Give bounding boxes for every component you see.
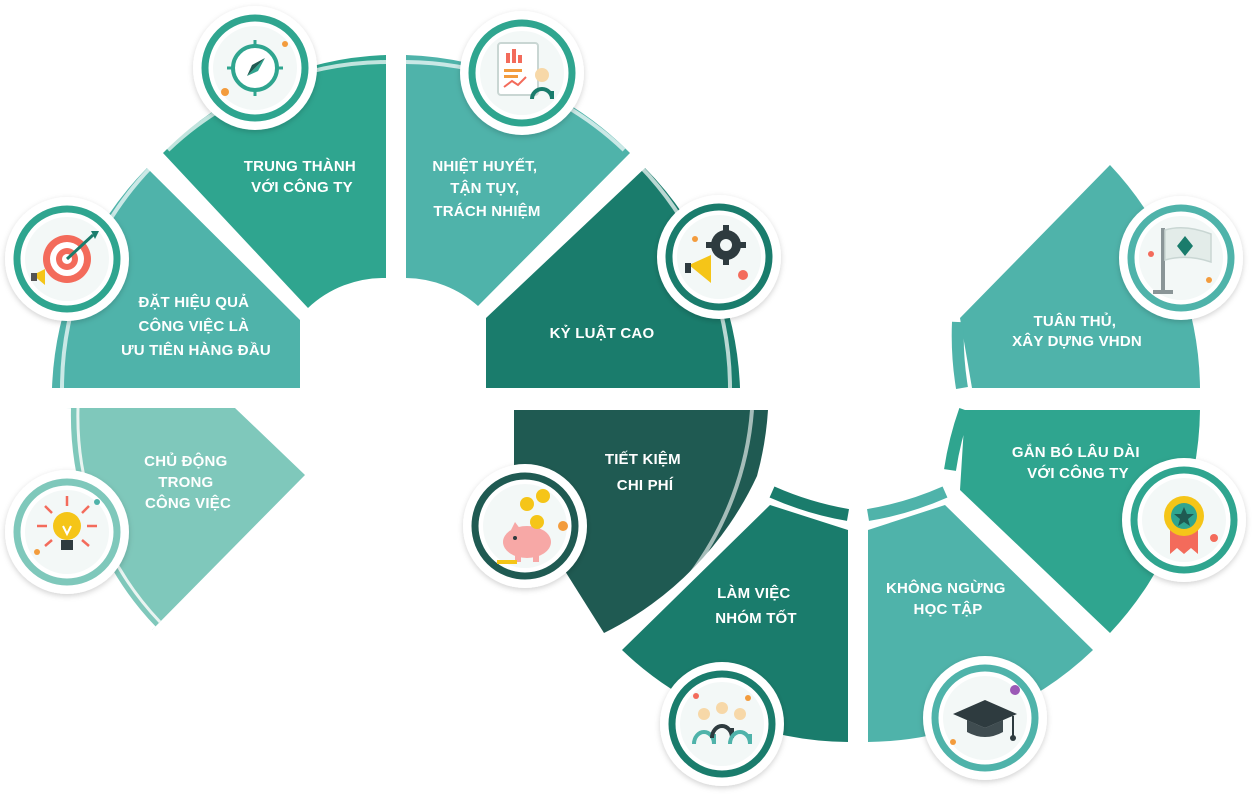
badge-flag bbox=[1119, 196, 1243, 320]
badge-compass bbox=[193, 6, 317, 130]
wheel-right: KHÔNG NGỪNG HỌC TẬP GẮN BÓ LÂU DÀI VỚI C… bbox=[866, 165, 1200, 742]
segment-label-dat-hieu-qua: ĐẶT HIỆU QUẢ CÔNG VIỆC LÀ ƯU TIÊN HÀNG Đ… bbox=[121, 293, 271, 359]
report-icon bbox=[497, 42, 554, 100]
badge-team bbox=[660, 662, 784, 786]
segment-label-tiet-kiem: TIẾT KIỆM CHI PHÍ bbox=[605, 450, 685, 494]
badge-megaphone bbox=[657, 195, 781, 319]
target-icon bbox=[31, 231, 99, 285]
badge-graduation bbox=[923, 656, 1047, 780]
segment-khong-ngung: KHÔNG NGỪNG HỌC TẬP bbox=[866, 486, 1093, 742]
team-icon bbox=[692, 693, 752, 745]
segment-label-lam-viec-nhom: LÀM VIỆC NHÓM TỐT bbox=[715, 584, 797, 627]
badge-lightbulb bbox=[5, 470, 129, 594]
medal-icon bbox=[1164, 496, 1218, 554]
piggy-bank-icon bbox=[497, 489, 568, 564]
badge-target bbox=[5, 197, 129, 321]
segment-label-ky-luat: KỶ LUẬT CAO bbox=[550, 324, 655, 342]
badge-piggy bbox=[463, 464, 587, 588]
segment-label-gan-bo: GẮN BÓ LÂU DÀI VỚI CÔNG TY bbox=[1012, 443, 1144, 482]
graduation-cap-icon bbox=[950, 685, 1020, 745]
megaphone-gear-icon bbox=[685, 225, 748, 283]
badge-report bbox=[460, 11, 584, 135]
segment-label-tuan-thu: TUÂN THỦ, XÂY DỰNG VHDN bbox=[1012, 312, 1142, 350]
segment-nhiet-huyet: NHIỆT HUYẾT, TẬN TỤY, TRÁCH NHIỆM bbox=[406, 55, 630, 306]
segment-label-chu-dong: CHỦ ĐỘNG TRONG CÔNG VIỆC bbox=[144, 452, 232, 512]
flag-icon bbox=[1148, 227, 1212, 294]
compass-icon bbox=[221, 40, 288, 96]
segment-label-khong-ngung: KHÔNG NGỪNG HỌC TẬP bbox=[886, 579, 1010, 618]
segment-label-trung-thanh: TRUNG THÀNH VỚI CÔNG TY bbox=[244, 158, 361, 196]
segment-tiet-kiem: TIẾT KIỆM CHI PHÍ bbox=[514, 409, 768, 633]
segment-label-nhiet-huyet: NHIỆT HUYẾT, TẬN TỤY, TRÁCH NHIỆM bbox=[432, 157, 541, 220]
badge-medal bbox=[1122, 458, 1246, 582]
lightbulb-icon bbox=[34, 496, 100, 555]
segment-gan-bo: GẮN BÓ LÂU DÀI VỚI CÔNG TY bbox=[944, 407, 1200, 633]
